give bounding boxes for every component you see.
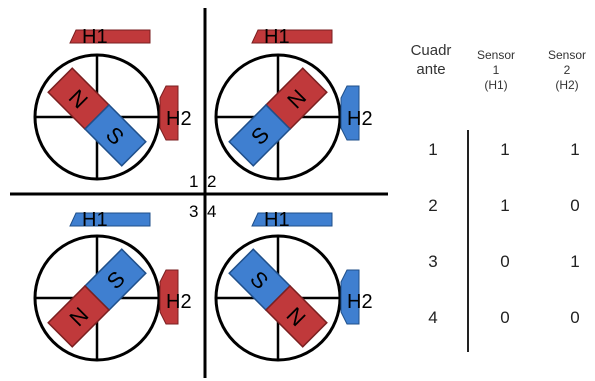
- row-1-sensor2: 1: [570, 140, 580, 159]
- quadrant-number-3: 3: [189, 202, 198, 221]
- row-4-sensor2: 0: [570, 308, 580, 327]
- header-sensor-2-line-3: (H2): [555, 78, 579, 92]
- header-quadrant-line-2: ante: [416, 60, 446, 78]
- header-sensor-1: Sensor 1 (H1): [476, 48, 516, 93]
- row-2-sensor2: 0: [570, 196, 580, 215]
- header-quadrant: Cuadr ante: [406, 42, 456, 80]
- quadrant-1-rotor: H1 N S H2: [33, 26, 192, 181]
- sensor-h1-tab: [251, 212, 333, 227]
- row-4-quadrant: 4: [428, 308, 438, 327]
- sensor-h1-label: H1: [82, 26, 108, 48]
- header-quadrant-line-1: Cuadr: [410, 42, 452, 59]
- sensor-h2-label: H2: [347, 291, 373, 313]
- row-4-sensor1: 0: [500, 308, 510, 327]
- sensor-h1-tab: [251, 29, 333, 44]
- magnet-north-pole: [47, 284, 111, 348]
- sensor-h1-label: H1: [264, 209, 290, 231]
- quadrant-3-rotor: H1 S N H2: [33, 209, 192, 362]
- row-1-sensor1: 1: [500, 140, 510, 159]
- header-sensor-2-line-2: 2: [563, 63, 571, 77]
- sensor-truth-table: Cuadr ante Sensor 1 (H1) Sensor 2 (H2) 1…: [400, 0, 595, 381]
- quadrant-number-2: 2: [207, 172, 216, 191]
- quadrant-4-rotor: H1 S N H2: [214, 209, 373, 362]
- hall-sensor-diagram: 1 2 3 4 H1 N S H2 H1 N S H2: [10, 8, 388, 378]
- row-1-quadrant: 1: [428, 140, 438, 159]
- header-sensor-2-line-1: Sensor: [547, 48, 587, 62]
- magnet-south-pole: [228, 103, 292, 167]
- magnet-north-pole: [264, 284, 328, 348]
- row-3-quadrant: 3: [428, 252, 438, 271]
- sensor-h1-label: H1: [264, 26, 290, 48]
- header-sensor-1-line-1: Sensor: [476, 48, 516, 62]
- sensor-h2-tab: [159, 269, 179, 325]
- quadrant-2-rotor: H1 N S H2: [214, 26, 373, 181]
- magnet-south-pole: [83, 103, 147, 167]
- row-3-sensor1: 0: [500, 252, 510, 271]
- row-2-quadrant: 2: [428, 196, 438, 215]
- sensor-h1-tab: [69, 29, 151, 44]
- sensor-h2-tab: [159, 85, 179, 141]
- row-2-sensor1: 1: [500, 196, 510, 215]
- sensor-h2-label: H2: [166, 291, 192, 313]
- table-divider: [467, 130, 469, 352]
- sensor-h2-label: H2: [166, 108, 192, 130]
- row-3-sensor2: 1: [570, 252, 580, 271]
- header-sensor-1-line-3: (H1): [484, 78, 508, 92]
- sensor-h2-tab: [340, 85, 360, 141]
- header-sensor-2: Sensor 2 (H2): [546, 48, 588, 93]
- sensor-h2-label: H2: [347, 108, 373, 130]
- sensor-h2-tab: [340, 269, 360, 325]
- header-sensor-1-line-2: 1: [492, 63, 500, 77]
- quadrant-number-4: 4: [207, 202, 216, 221]
- sensor-h1-label: H1: [82, 209, 108, 231]
- sensor-h1-tab: [69, 212, 151, 227]
- quadrant-number-1: 1: [189, 172, 198, 191]
